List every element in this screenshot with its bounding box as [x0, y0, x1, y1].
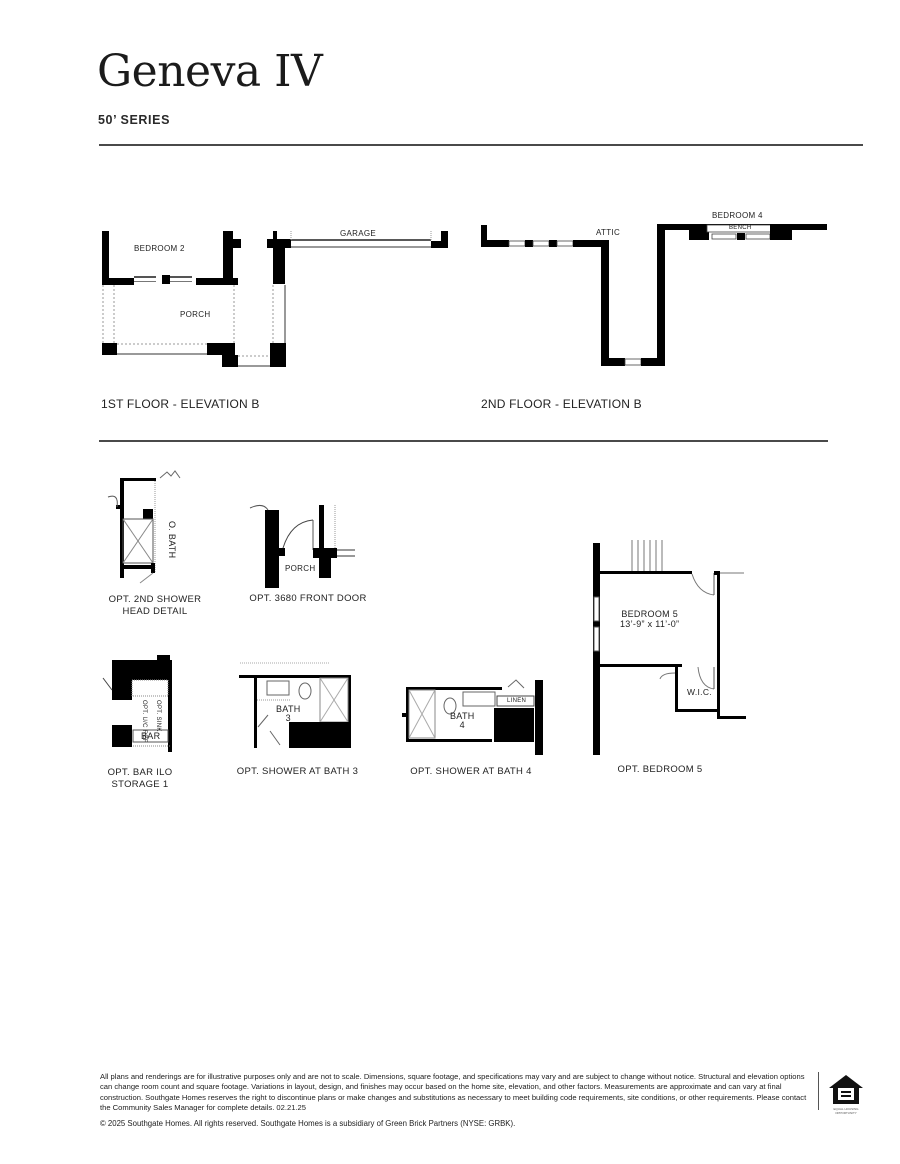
- second-floor-label: 2ND FLOOR - ELEVATION B: [481, 397, 642, 411]
- room-label-wic: W.I.C.: [687, 687, 712, 697]
- section-divider: [99, 440, 828, 442]
- room-label-bedroom-5: BEDROOM 5 13’-9” x 11’-0”: [620, 609, 680, 629]
- option-front-door: PORCH OPT. 3680 FRONT DOOR: [235, 500, 375, 610]
- room-label-porch-door: PORCH: [285, 564, 316, 573]
- svg-text:OPPORTUNITY: OPPORTUNITY: [835, 1111, 857, 1115]
- room-label-bedroom-2: BEDROOM 2: [134, 244, 185, 253]
- room-label-bar: BAR: [141, 731, 161, 741]
- series-label: 50’ SERIES: [98, 113, 171, 127]
- header-divider: [99, 144, 863, 146]
- option-bedroom-5: BEDROOM 5 13’-9” x 11’-0” W.I.C. OPT. BE…: [580, 535, 760, 785]
- first-floor-drawing: [102, 231, 448, 367]
- room-label-bedroom-4: BEDROOM 4: [712, 211, 763, 220]
- option-caption: OPT. BEDROOM 5: [617, 764, 703, 775]
- legal-disclaimer: All plans and renderings are for illustr…: [100, 1072, 807, 1113]
- front-door-drawing: [249, 504, 355, 588]
- svg-text:EQUAL HOUSING: EQUAL HOUSING: [834, 1107, 860, 1111]
- option-caption: OPT. 3680 FRONT DOOR: [249, 593, 367, 604]
- option-caption: OPT. SHOWER AT BATH 4: [410, 766, 532, 777]
- shower-head-drawing: [107, 470, 181, 584]
- option-bar: OPT. U/C REF OPT. SINK BAR OPT. BAR ILO …: [95, 650, 195, 795]
- bedroom-5-drawing: [593, 540, 746, 755]
- second-floor-drawing: [481, 224, 827, 366]
- bath-4-drawing: [402, 679, 543, 755]
- copyright-notice: © 2025 Southgate Homes. All rights reser…: [100, 1119, 516, 1128]
- room-label-o-bath: O. BATH: [167, 521, 177, 559]
- first-floor-plan: BEDROOM 2 PORCH GARAGE 1ST FLOOR - ELEVA…: [0, 0, 460, 411]
- bath-3-drawing: [239, 662, 351, 748]
- logo-divider: [818, 1072, 819, 1110]
- room-label-bath-3: BATH 3: [276, 704, 301, 723]
- option-caption: OPT. BAR ILO STORAGE 1: [107, 767, 173, 790]
- bar-drawing: [102, 655, 172, 752]
- option-caption: OPT. 2ND SHOWER HEAD DETAIL: [108, 594, 202, 617]
- option-shower-bath-3: BATH 3 OPT. SHOWER AT BATH 3: [230, 655, 365, 780]
- room-label-bench: BENCH: [729, 225, 752, 231]
- room-label-linen: LINEN: [507, 698, 527, 704]
- equal-housing-opportunity-icon: EQUAL HOUSING OPPORTUNITY: [826, 1072, 876, 1116]
- room-label-bath-4: BATH 4: [450, 711, 475, 730]
- option-2nd-shower-head: O. BATH OPT. 2ND SHOWER HEAD DETAIL: [95, 465, 225, 625]
- second-floor-plan: ATTIC BEDROOM 4 BENCH 2ND FLOOR - ELEVAT…: [0, 0, 900, 411]
- page-title: Geneva IV: [97, 46, 323, 97]
- room-label-porch: PORCH: [180, 310, 211, 319]
- first-floor-label: 1ST FLOOR - ELEVATION B: [101, 397, 260, 411]
- option-caption: OPT. SHOWER AT BATH 3: [236, 766, 359, 777]
- option-shower-bath-4: LINEN BATH 4 OPT. SHOWER AT BATH 4: [400, 670, 550, 780]
- room-label-opt-sink: OPT. SINK: [155, 700, 161, 732]
- room-label-attic: ATTIC: [596, 228, 621, 237]
- room-label-garage: GARAGE: [340, 229, 377, 238]
